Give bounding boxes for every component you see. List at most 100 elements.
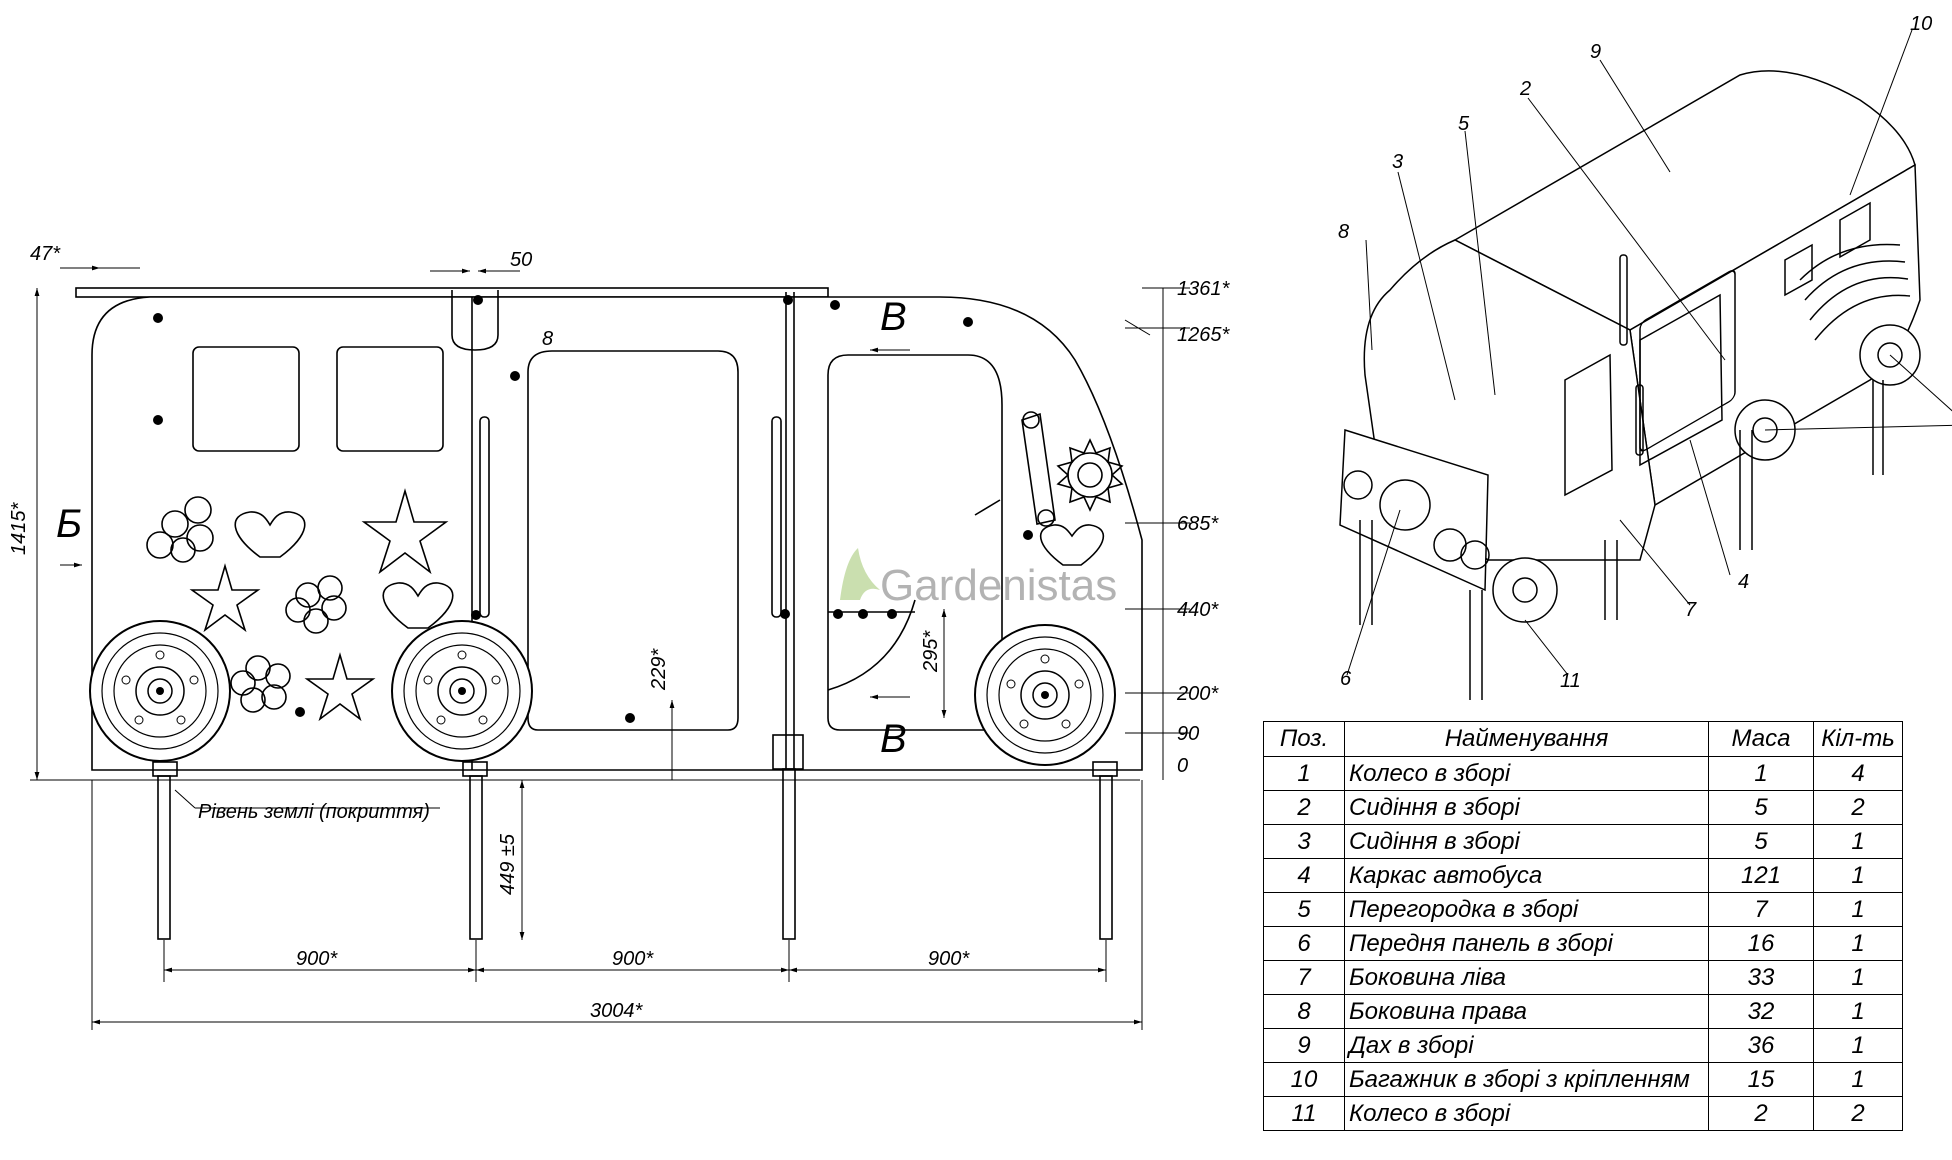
cell-qty: 4: [1813, 756, 1903, 791]
dim-1415: 1415*: [8, 502, 30, 555]
cell-mass: 121: [1708, 858, 1814, 893]
cell-name: Передня панель в зборі: [1344, 926, 1709, 961]
section-label-v-bottom: В: [880, 717, 907, 761]
iso-callout-labels: 1 2 3 4 5 6 7 8 9 10 11: [1338, 13, 1932, 692]
window-right: [336, 346, 444, 452]
iso-callout-4: 4: [1738, 571, 1749, 593]
cell-name: Сидіння в зборі: [1344, 824, 1709, 859]
cell-name: Боковина ліва: [1344, 960, 1709, 995]
cell-name: Багажник в зборі з кріпленням: [1344, 1062, 1709, 1097]
dim-0: 0: [1177, 755, 1188, 777]
iso-callout-11: 11: [1560, 670, 1581, 692]
cell-pos: 11: [1263, 1096, 1345, 1131]
cell-mass: 16: [1708, 926, 1814, 961]
window-left: [192, 346, 300, 452]
section-label-v-top: В: [880, 295, 907, 339]
cell-pos: 8: [1263, 994, 1345, 1029]
star-shape: [361, 488, 449, 575]
dim-900-a: 900*: [296, 948, 338, 970]
parts-table-header: Поз. Найменування Маса Кіл-ть: [1263, 721, 1903, 757]
iso-callout-10: 10: [1910, 13, 1932, 35]
cell-mass: 32: [1708, 994, 1814, 1029]
iso-callout-7: 7: [1685, 599, 1697, 621]
cell-pos: 2: [1263, 790, 1345, 825]
dim-900-c: 900*: [928, 948, 970, 970]
dim-200: 200*: [1176, 683, 1219, 705]
dim-900-b: 900*: [612, 948, 654, 970]
cell-mass: 1: [1708, 756, 1814, 791]
cell-qty: 1: [1813, 926, 1903, 961]
dim-295: 295*: [920, 630, 942, 673]
watermark-text: Gardenistas: [880, 561, 1117, 610]
cell-mass: 36: [1708, 1028, 1814, 1063]
dim-449: 449 ±5: [497, 833, 519, 895]
cell-name: Каркас автобуса: [1344, 858, 1709, 893]
iso-leader-lines: [1346, 29, 1952, 676]
flower-shape: [285, 575, 347, 634]
cell-name: Колесо в зборі: [1344, 1096, 1709, 1131]
star-shape: [189, 563, 261, 633]
dim-47: 47*: [30, 243, 61, 265]
cell-pos: 1: [1263, 756, 1345, 791]
dim-1361: 1361*: [1177, 278, 1230, 300]
cell-pos: 4: [1263, 858, 1345, 893]
cell-qty: 1: [1813, 1062, 1903, 1097]
dim-90: 90: [1177, 723, 1199, 745]
iso-callout-5: 5: [1458, 113, 1470, 135]
cell-qty: 2: [1813, 790, 1903, 825]
header-mass: Маса: [1708, 721, 1814, 757]
cell-qty: 2: [1813, 1096, 1903, 1131]
watermark: Gardenistas: [840, 548, 1117, 610]
dimension-lines: [30, 265, 1190, 1030]
cell-qty: 1: [1813, 824, 1903, 859]
cell-pos: 5: [1263, 892, 1345, 927]
cell-mass: 5: [1708, 824, 1814, 859]
iso-callout-6: 6: [1340, 668, 1352, 690]
header-qty: Кіл-ть: [1813, 721, 1903, 757]
dim-440: 440*: [1177, 599, 1219, 621]
cell-qty: 1: [1813, 960, 1903, 995]
flower-shape: [230, 655, 291, 713]
cell-pos: 3: [1263, 824, 1345, 859]
cell-mass: 7: [1708, 892, 1814, 927]
door-opening-mid: [527, 350, 739, 731]
section-label-b: Б: [56, 502, 82, 546]
cell-mass: 5: [1708, 790, 1814, 825]
cell-mass: 2: [1708, 1096, 1814, 1131]
iso-roof: [1453, 70, 1916, 331]
heart-shape: [1039, 524, 1105, 566]
cell-pos: 7: [1263, 960, 1345, 995]
iso-view: [1339, 70, 1921, 700]
cell-pos: 9: [1263, 1028, 1345, 1063]
dim-1265: 1265*: [1177, 324, 1230, 346]
cell-name: Дах в зборі: [1344, 1028, 1709, 1063]
header-pos: Поз.: [1263, 721, 1345, 757]
cell-qty: 1: [1813, 858, 1903, 893]
bus-body-outline: [91, 296, 1143, 771]
ground-level-label: Рівень землі (покриття): [198, 801, 430, 823]
cell-name: Перегородка в зборі: [1344, 892, 1709, 927]
dim-229: 229*: [648, 648, 670, 691]
front-view: [75, 287, 1143, 940]
iso-callout-9: 9: [1590, 41, 1601, 63]
front-callout-8: 8: [542, 328, 553, 350]
dim-3004: 3004*: [590, 1000, 643, 1022]
heart-shape: [382, 582, 454, 629]
cell-name: Сидіння в зборі: [1344, 790, 1709, 825]
cell-pos: 10: [1263, 1062, 1345, 1097]
cell-name: Боковина права: [1344, 994, 1709, 1029]
cell-mass: 15: [1708, 1062, 1814, 1097]
cell-name: Колесо в зборі: [1344, 756, 1709, 791]
